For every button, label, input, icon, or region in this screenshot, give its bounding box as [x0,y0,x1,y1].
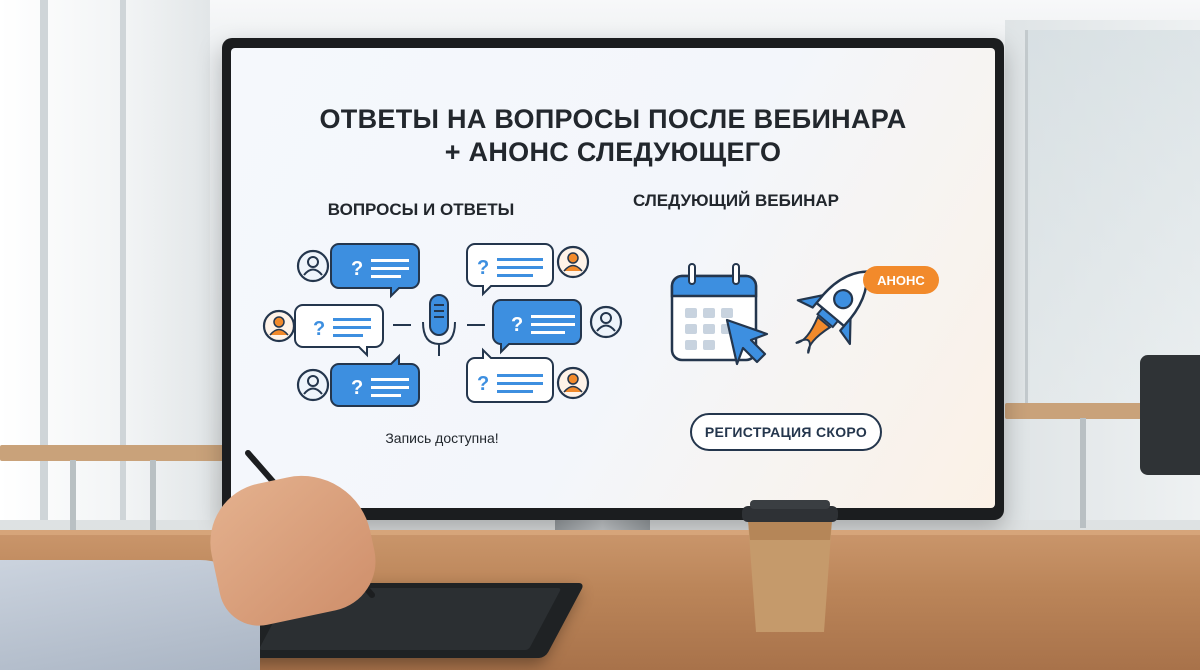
registration-soon-button[interactable]: РЕГИСТРАЦИЯ СКОРО [690,413,882,451]
user-avatar-icon [296,249,330,283]
slide-title-line-2: + АНОНС СЛЕДУЮЩЕГО [444,137,782,167]
cursor-arrow-icon [725,318,769,366]
next-webinar-section-title: СЛЕДУЮЩИЙ ВЕБИНАР [633,191,839,210]
background-glass-partition [1025,30,1200,410]
bubble-question-mark: ? [511,314,523,336]
question-bubble-icon: ? [466,347,554,403]
coffee-cup [742,500,838,632]
question-bubble-icon: ? [492,299,582,355]
announce-badge: АНОНС [863,266,939,294]
user-avatar-icon [556,245,590,279]
recording-available-caption: Запись доступна! [385,430,499,446]
bubble-question-mark: ? [313,318,325,340]
question-bubble-icon: ? [466,243,554,297]
user-avatar-icon [262,309,296,343]
qa-section-title: ВОПРОСЫ И ОТВЕТЫ [327,200,515,219]
bubble-question-mark: ? [351,258,363,280]
question-bubble-icon: ? [330,243,420,299]
question-bubble-icon: ? [294,304,384,358]
background-chair [1140,355,1200,475]
desk-edge [0,530,1200,538]
bubble-question-mark: ? [477,373,489,395]
background-desk-leg [150,460,156,530]
bubble-question-mark: ? [477,257,489,279]
background-desk [0,445,225,461]
bubble-question-mark: ? [351,377,363,399]
slide-illustrations: ? ? ? ? [262,243,869,407]
monitor-screen: ОТВЕТЫ НА ВОПРОСЫ ПОСЛЕ ВЕБИНАРА + АНОНС… [231,48,995,508]
microphone-icon [422,294,456,356]
window-frame [120,0,126,520]
background-window [0,0,210,520]
slide-title-line-1: ОТВЕТЫ НА ВОПРОСЫ ПОСЛЕ ВЕБИНАРА [319,104,907,134]
user-avatar-icon [589,305,623,339]
slide-title: ОТВЕТЫ НА ВОПРОСЫ ПОСЛЕ ВЕБИНАРА + АНОНС… [231,103,995,169]
background-desk-leg [1080,418,1086,528]
window-frame [40,0,48,520]
question-bubble-icon: ? [330,353,420,407]
user-avatar-icon [556,366,590,400]
user-avatar-icon [296,368,330,402]
background-desk-leg [70,460,76,530]
